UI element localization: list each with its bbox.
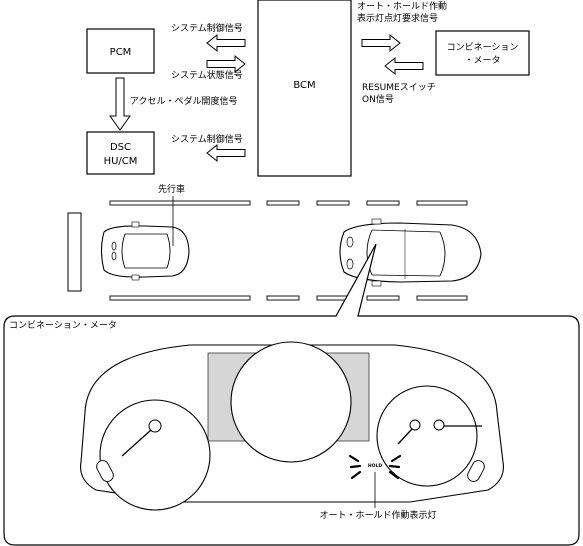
lead-vehicle-label: 先行車 bbox=[158, 183, 185, 195]
road-scene: 先行車 bbox=[67, 183, 482, 301]
signal-resume-line2: ON信号 bbox=[362, 93, 394, 105]
arrow-pcm-to-bcm bbox=[206, 55, 246, 73]
stop-line bbox=[67, 212, 82, 292]
indicator-lit-rays bbox=[348, 454, 402, 480]
arrow-bcm-to-dsc bbox=[206, 144, 246, 162]
own-vehicle bbox=[339, 218, 482, 287]
right-gauge-needle-1 bbox=[397, 428, 413, 445]
indicator-label: オート・ホールド作動表示灯 bbox=[319, 509, 436, 521]
signal-system-status: システム状態信号 bbox=[171, 69, 243, 81]
bcm-label: BCM bbox=[293, 80, 315, 91]
combination-meter-box: コンビネーション ・メータ bbox=[435, 30, 530, 76]
lane-marking-top bbox=[109, 200, 468, 206]
lane-marking-bottom bbox=[109, 295, 468, 301]
pcm-box: PCM bbox=[86, 28, 155, 74]
signal-auto-hold-line2: 表示灯点灯要求信号 bbox=[357, 12, 438, 24]
arrow-bcm-to-meter bbox=[361, 34, 401, 52]
right-gauge bbox=[376, 385, 482, 487]
combination-meter-cluster: HOLD bbox=[80, 341, 504, 511]
lead-vehicle bbox=[100, 221, 190, 281]
arrow-bcm-to-pcm bbox=[206, 34, 246, 52]
signal-auto-hold-line1: オート・ホールド作動 bbox=[357, 0, 447, 12]
hold-indicator-text: HOLD bbox=[368, 463, 382, 469]
meter-label-line1: コンビネーション bbox=[447, 42, 519, 53]
auto-hold-indicator: HOLD bbox=[348, 454, 402, 480]
bcm-box: BCM bbox=[257, 0, 352, 177]
left-gauge bbox=[99, 399, 211, 511]
speedometer-gauge bbox=[230, 341, 352, 463]
cluster-title: コンビネーション・メータ bbox=[9, 320, 117, 331]
arrow-pcm-to-dsc bbox=[109, 77, 131, 131]
dsc-label-line2: HU/CM bbox=[104, 156, 138, 167]
dsc-label-line1: DSC bbox=[110, 142, 131, 153]
signal-system-control-pcm: システム制御信号 bbox=[171, 22, 243, 34]
left-gauge-needle bbox=[121, 429, 152, 457]
meter-label-line2: ・メータ bbox=[464, 55, 500, 66]
left-side-indicator bbox=[96, 460, 114, 482]
signal-system-control-dsc: システム制御信号 bbox=[171, 133, 243, 145]
signal-resume-line1: RESUMEスイッチ bbox=[362, 82, 436, 93]
dsc-box: DSC HU/CM bbox=[86, 131, 155, 175]
right-side-indicator bbox=[467, 460, 485, 482]
signal-accel-pedal: アクセル・ペダル開度信号 bbox=[130, 95, 238, 107]
pcm-label: PCM bbox=[110, 47, 132, 58]
arrow-meter-to-bcm bbox=[384, 57, 424, 75]
